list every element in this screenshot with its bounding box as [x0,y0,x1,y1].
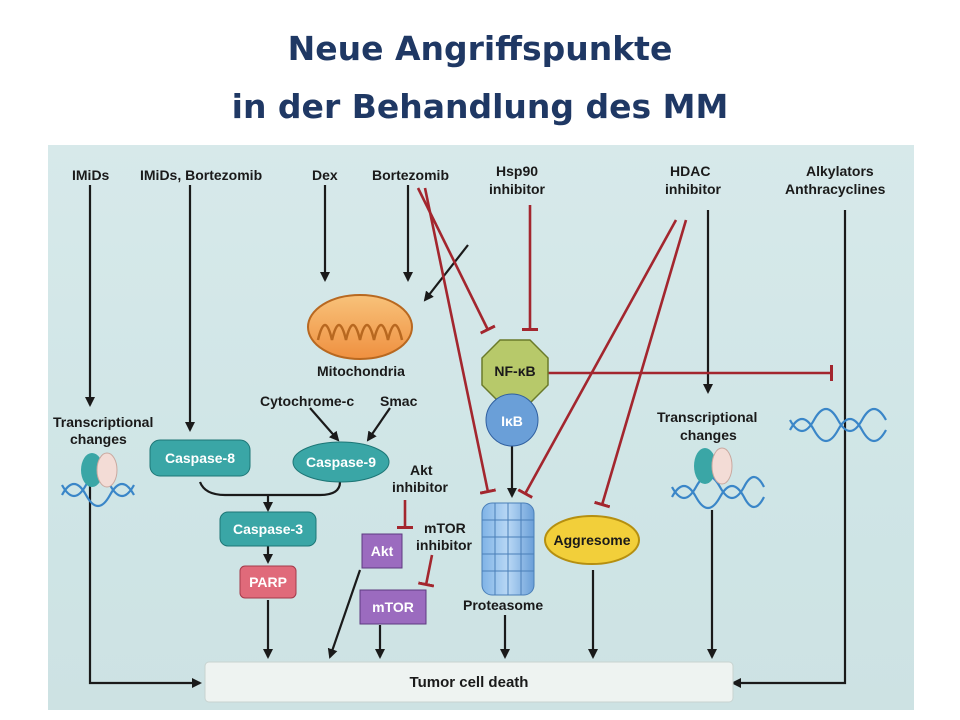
caspase8-shape [149,439,251,477]
label-mitochondria: Mitochondria [317,363,405,379]
inhibition-lines [397,187,833,588]
label-hsp90-1: Hsp90 [496,163,539,179]
label-tx-right-1: Transcriptional [657,409,758,425]
node-parp: PARP [249,574,287,590]
parp-shape [239,565,297,599]
activation-arrows [85,185,847,688]
arrow-alky-death [731,210,847,688]
node-ikb: IκB [501,413,523,429]
mitochondria-shape [307,294,413,360]
node-mtor: mTOR [372,599,414,615]
label-mtor-inh-1: mTOR [424,520,466,536]
node-nfkb: NF-κB [494,363,536,379]
label-cytochrome: Cytochrome-c [260,393,355,409]
proteasome-shape [481,502,535,596]
inh-hdac-prot [517,219,678,499]
label-akt-inh-1: Akt [410,462,433,478]
aggresome-shape [544,515,640,565]
node-tumor-cell-death: Tumor cell death [409,673,529,691]
arrow-bort-mito2 [423,244,469,302]
tf-left-icon [81,452,118,488]
node-caspase3: Caspase-3 [232,521,304,537]
label-smac: Smac [380,393,418,409]
label-proteasome: Proteasome [463,597,544,613]
page-title: Neue Angriffspunkte [287,29,673,68]
label-imids-bortezomib: IMiDs, Bortezomib [140,167,263,183]
mtor-shape [359,589,427,625]
inh-mtor [417,554,435,588]
dna-helix-right-icon [671,474,765,510]
arrow-cyto-casp9 [309,407,340,442]
tf-right-icon [694,447,733,485]
label-tx-right-2: changes [680,427,737,443]
node-caspase9: Caspase-9 [305,454,377,470]
label-alkylators-1: Alkylators [806,163,874,179]
arrow-akt-death [327,569,362,659]
bracket-casp-merge [198,481,342,497]
inh-bort-prot [423,187,497,495]
label-mtor-inh-2: inhibitor [416,537,472,553]
tumor-death-bar [204,661,734,703]
label-hdac-2: inhibitor [665,181,721,197]
caspase3-shape [219,511,317,547]
label-dex: Dex [312,167,338,183]
label-hdac-1: HDAC [670,163,711,179]
node-akt: Akt [370,543,394,559]
label-alkylators-2: Anthracyclines [785,181,886,197]
node-caspase8: Caspase-8 [164,450,236,466]
akt-shape [361,533,403,569]
caspase9-shape [292,441,390,483]
label-tx-left-2: changes [70,431,127,447]
inh-hdac-agg [594,219,688,509]
arrow-txl-death [88,460,202,688]
label-tx-left-1: Transcriptional [53,414,154,430]
label-hsp90-2: inhibitor [489,181,545,197]
label-akt-inh-2: inhibitor [392,479,448,495]
label-bortezomib: Bortezomib [372,167,449,183]
page-subtitle: in der Behandlung des MM [231,87,729,126]
label-imids: IMiDs [72,167,110,183]
arrow-smac-casp9 [366,407,391,442]
dna-helix-target-icon [789,407,887,443]
ikb-shape [485,393,539,447]
node-aggresome: Aggresome [553,532,631,548]
